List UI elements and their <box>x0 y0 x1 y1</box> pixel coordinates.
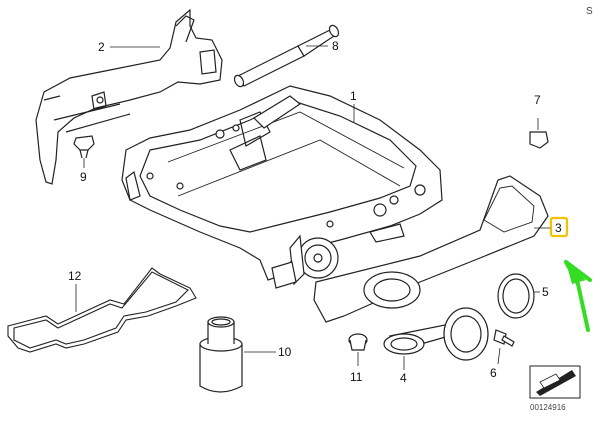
part-1-seat-frame <box>121 85 443 289</box>
callout-10: 10 <box>244 345 292 359</box>
callout-1: 1 <box>350 89 357 122</box>
callout-8: 8 <box>306 39 339 53</box>
callout-8-label: 8 <box>332 39 339 53</box>
part-9-clip <box>73 135 95 168</box>
callout-4-label: 4 <box>400 371 407 385</box>
callout-1-label: 1 <box>350 89 357 103</box>
catalog-stamp: 00124916 <box>529 365 581 412</box>
part-3-side-trim <box>313 175 549 323</box>
callout-2-label: 2 <box>98 40 105 54</box>
part-7-screw <box>529 118 549 149</box>
callout-10-label: 10 <box>278 345 292 359</box>
corner-mark: S <box>586 6 593 17</box>
part-11-plug <box>348 333 368 366</box>
part-10-lubricant-can <box>199 316 243 393</box>
callout-11-label: 11 <box>350 370 363 384</box>
part-4-trim-bezel <box>383 307 489 370</box>
callout-5-label: 5 <box>542 285 549 299</box>
callout-12-label: 12 <box>68 269 82 283</box>
callout-9-label: 9 <box>80 170 87 184</box>
callout-3-highlight <box>549 216 569 238</box>
part-6-bolt <box>493 329 515 365</box>
callout-2: 2 <box>98 40 160 54</box>
callout-6-label: 6 <box>490 366 497 380</box>
callout-3-label: 3 <box>555 221 562 235</box>
part-5-cover-cap <box>497 273 535 319</box>
catalog-number: 00124916 <box>530 403 566 412</box>
callout-3: 3 <box>534 216 569 238</box>
pointer-arrow <box>564 260 592 332</box>
callout-5: 5 <box>534 285 549 299</box>
part-2-side-shell <box>35 8 223 185</box>
part-8-gas-spring <box>233 24 340 88</box>
callout-7-label: 7 <box>534 93 541 107</box>
part-12-wire-element <box>7 267 197 353</box>
